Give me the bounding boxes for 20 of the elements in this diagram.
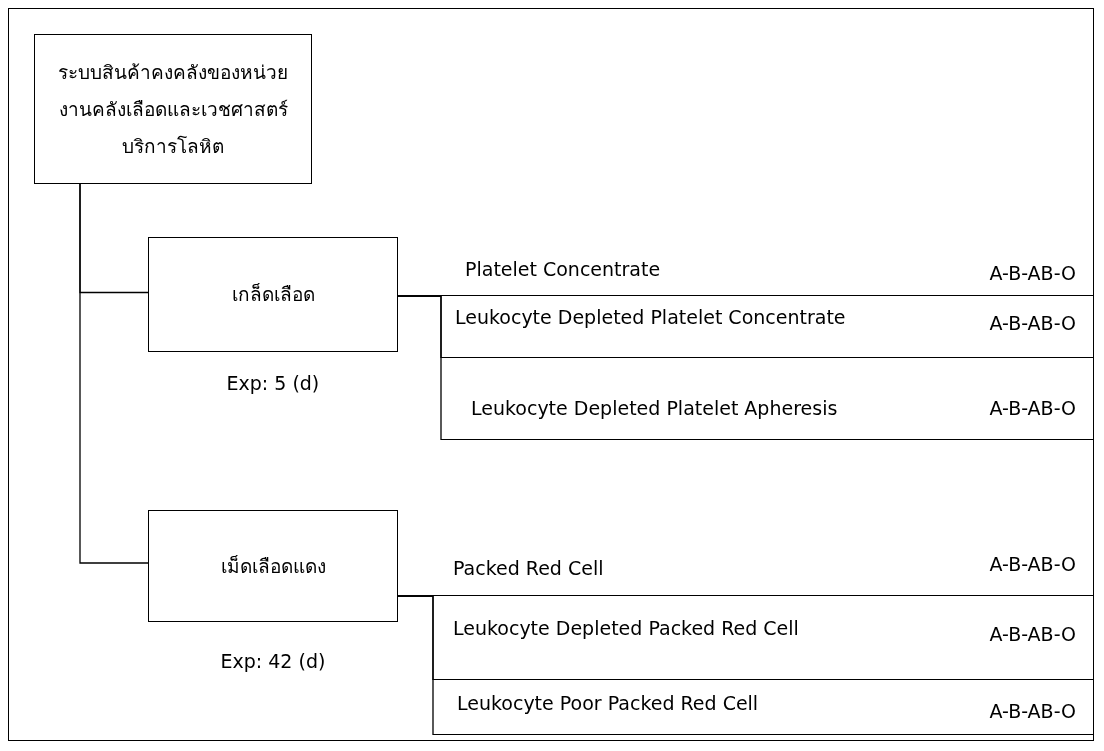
- product-name: Packed Red Cell: [453, 557, 604, 579]
- product-name: Leukocyte Depleted Platelet Apheresis: [471, 397, 838, 419]
- expiry-label: Exp: 42 (d): [220, 650, 326, 672]
- connector-line: [397, 295, 442, 441]
- blood-group-label: A-B-AB-O: [989, 700, 1076, 722]
- connector-line: [397, 595, 434, 736]
- blood-group-label: A-B-AB-O: [989, 312, 1076, 334]
- product-name: Leukocyte Depleted Packed Red Cell: [453, 617, 799, 639]
- product-name: Platelet Concentrate: [465, 258, 661, 280]
- connector-line: [79, 183, 149, 564]
- product-name: Leukocyte Depleted Platelet Concentrate: [455, 306, 846, 328]
- root-box: ระบบสินค้าคงคลังของหน่วยงานคลังเลือดและเวชศาสตร์บริการโลหิต: [34, 34, 312, 184]
- blood-group-label: A-B-AB-O: [989, 397, 1076, 419]
- product-name: Leukocyte Poor Packed Red Cell: [457, 692, 759, 714]
- blood-group-label: A-B-AB-O: [989, 262, 1076, 284]
- category-box: เกล็ดเลือด: [148, 237, 398, 352]
- expiry-label: Exp: 5 (d): [226, 372, 320, 394]
- blood-group-label: A-B-AB-O: [989, 553, 1076, 575]
- blood-group-label: A-B-AB-O: [989, 623, 1076, 645]
- category-box: เม็ดเลือดแดง: [148, 510, 398, 622]
